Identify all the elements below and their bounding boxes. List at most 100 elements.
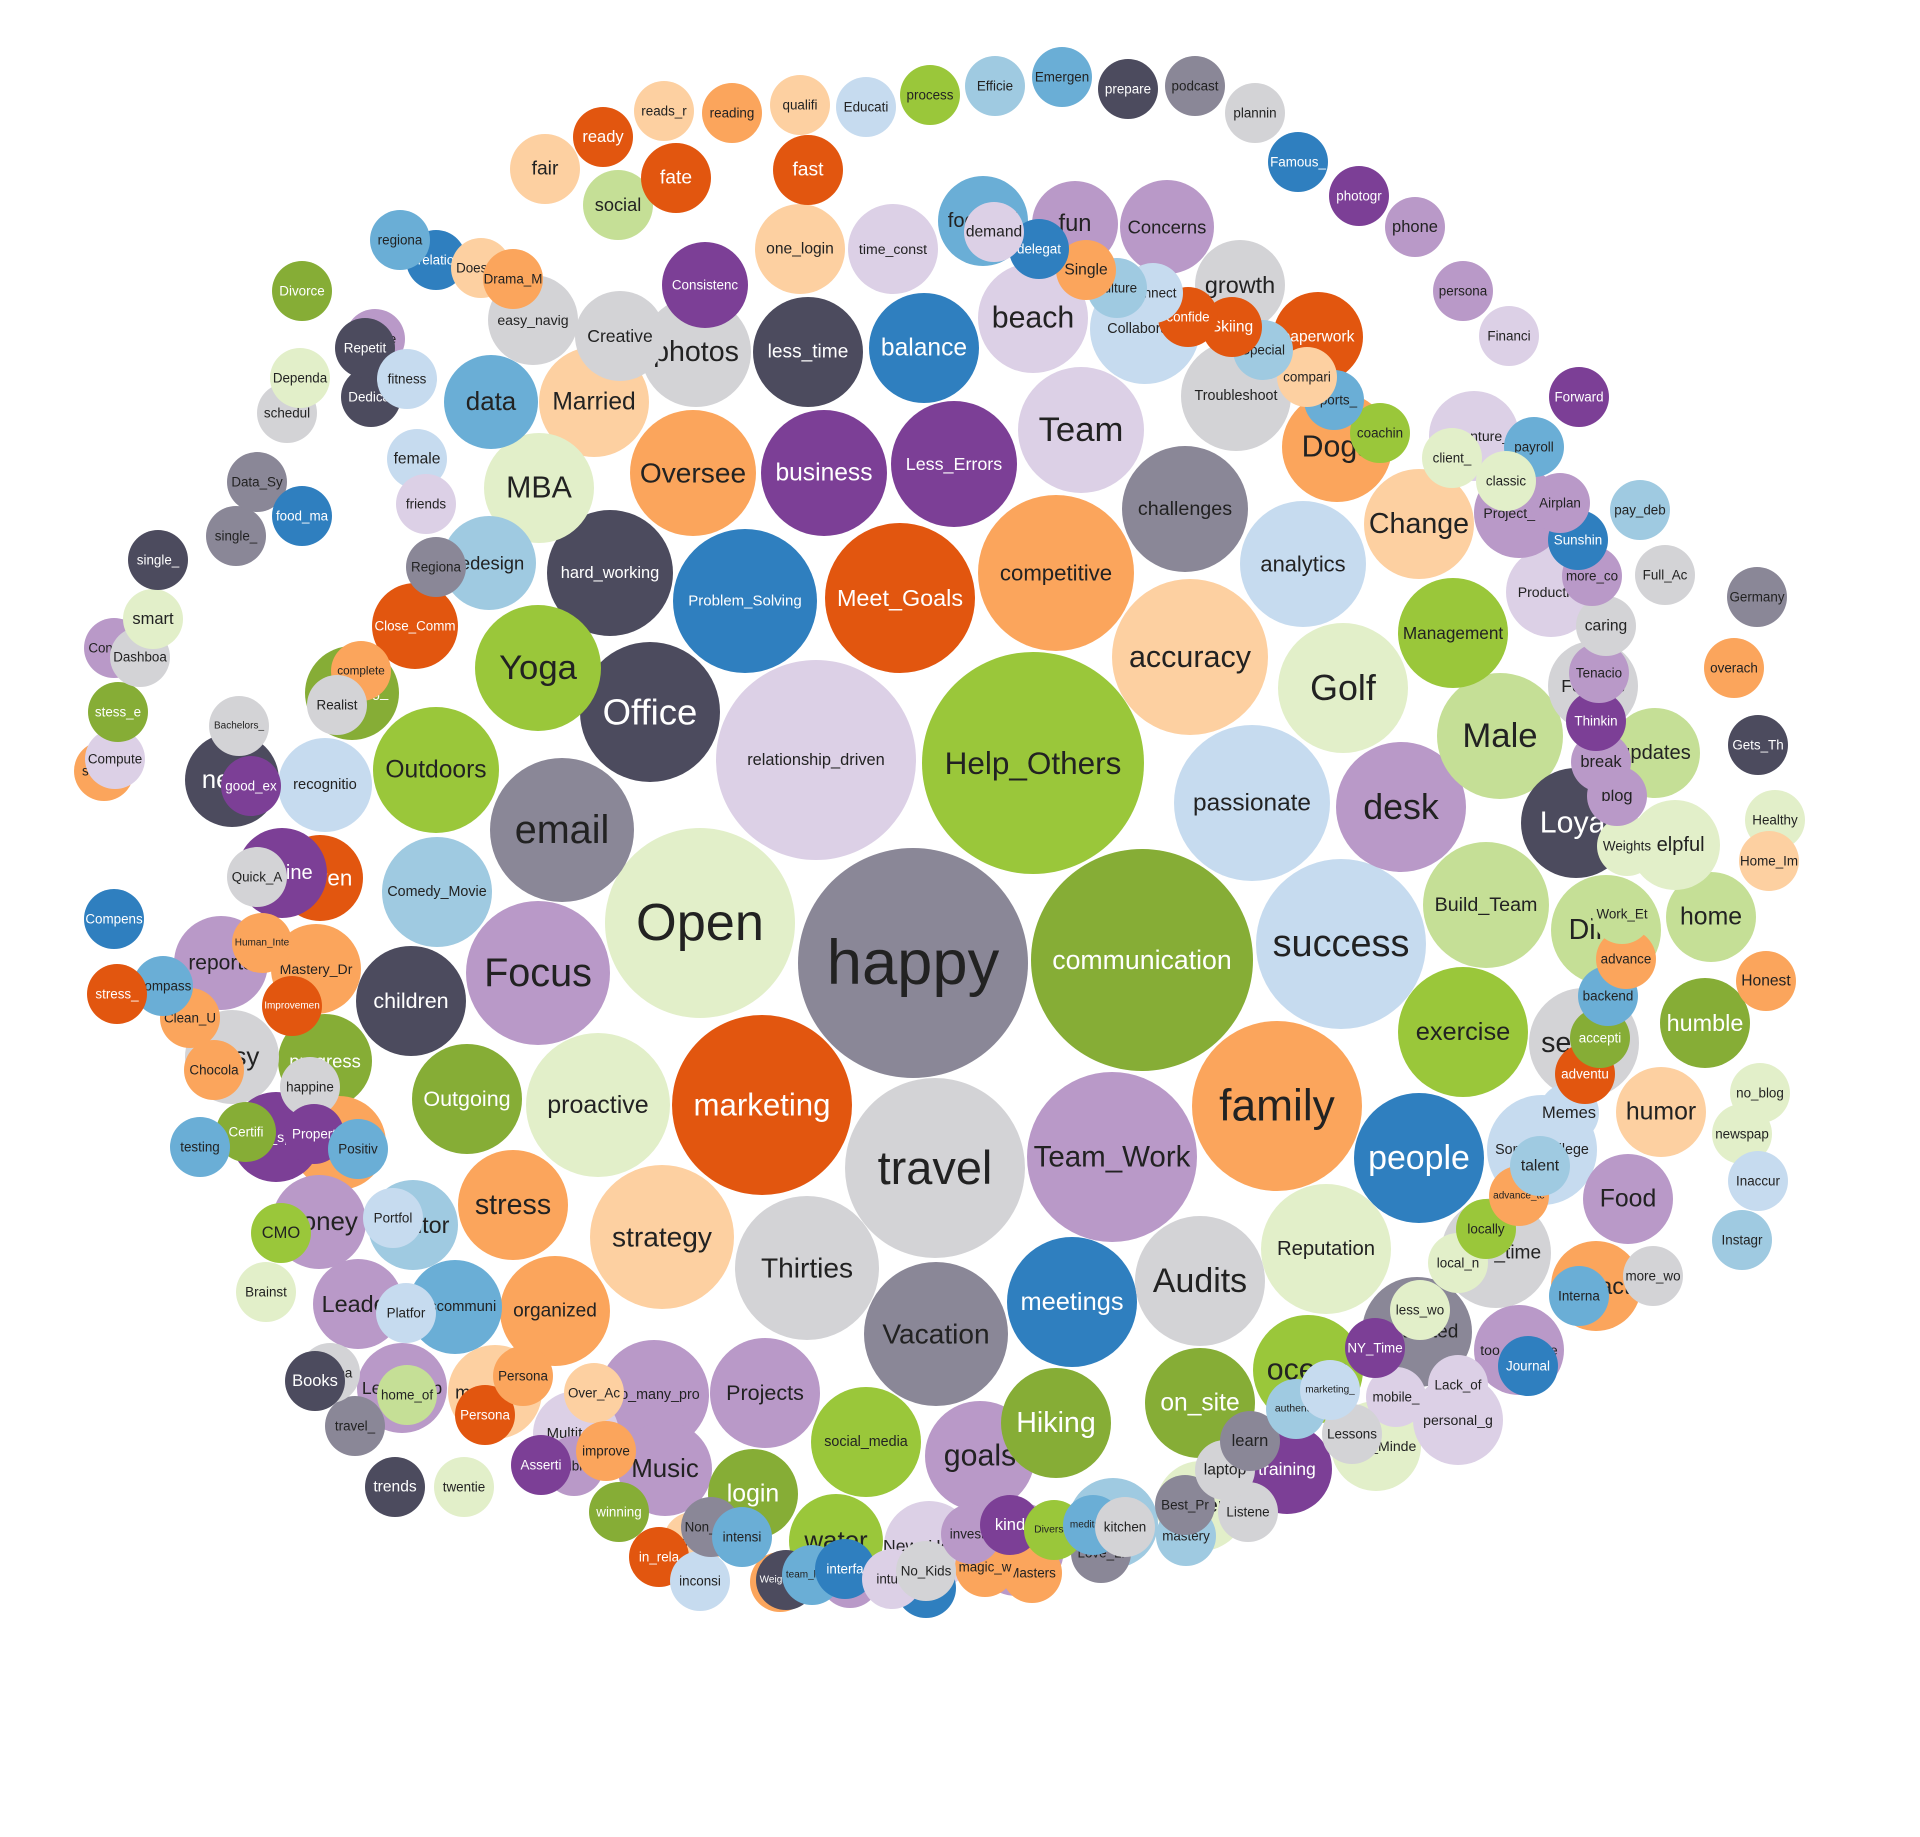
bubble-talent: talent <box>1510 1136 1570 1196</box>
bubble-circle <box>1549 1266 1609 1326</box>
bubble-journal: Journal <box>1498 1336 1558 1396</box>
bubble-circle <box>236 1262 296 1322</box>
bubble-gets-th: Gets_Th <box>1728 715 1788 775</box>
bubble-circle <box>500 1256 610 1366</box>
bubble-circle <box>526 1033 670 1177</box>
bubble-circle <box>1225 83 1285 143</box>
bubble-happy: happy <box>798 848 1028 1078</box>
bubble-instagr: Instagr <box>1712 1210 1772 1270</box>
bubble-qualifi: qualifi <box>770 75 830 135</box>
bubble-circle <box>836 77 896 137</box>
bubble-circle <box>589 1482 649 1542</box>
bubble-reputation: Reputation <box>1261 1184 1391 1314</box>
bubble-honest: Honest <box>1736 951 1796 1011</box>
bubble-bachelors: Bachelors_ <box>209 696 269 756</box>
bubble-circle <box>335 318 395 378</box>
bubble-drama-m: Drama_M <box>483 249 543 309</box>
bubble-circle <box>1031 849 1253 1071</box>
bubble-circle <box>605 828 795 1018</box>
bubble-golf: Golf <box>1278 623 1408 753</box>
bubble-pay-deb: pay_deb <box>1610 480 1670 540</box>
bubble-business: business <box>761 410 887 536</box>
bubble-team: Team <box>1018 367 1144 493</box>
bubble-circle <box>1095 1497 1155 1557</box>
bubble-home-im: Home_Im <box>1739 831 1799 891</box>
bubble-circle <box>710 1338 820 1448</box>
bubble-persona: persona <box>1433 261 1493 321</box>
bubble-circle <box>493 1346 553 1406</box>
bubble-marketing: marketing_ <box>1300 1360 1360 1420</box>
bubble-problem-solving: Problem_Solving <box>673 529 817 673</box>
bubble-circle <box>896 1541 956 1601</box>
bubble-platfor: Platfor <box>376 1283 436 1343</box>
bubble-circle <box>1712 1210 1772 1270</box>
bubble-circle <box>262 976 322 1036</box>
bubble-circle <box>490 758 634 902</box>
bubble-circle <box>1256 859 1426 1029</box>
bubble-brainst: Brainst <box>236 1262 296 1322</box>
bubble-humble: humble <box>1660 978 1750 1068</box>
bubble-circle <box>484 433 594 543</box>
bubble-improvemen: Improvemen <box>262 976 322 1036</box>
bubble-demand: demand <box>964 202 1024 262</box>
bubble-circle <box>1712 1104 1772 1164</box>
bubble-human-inte: Human_Inte <box>232 913 292 973</box>
bubble-yoga: Yoga <box>475 605 601 731</box>
bubble-circle <box>85 729 145 789</box>
bubble-circle <box>811 1387 921 1497</box>
bubble-circle <box>580 642 720 782</box>
bubble-circle <box>716 660 916 860</box>
bubble-circle <box>356 946 466 1056</box>
bubble-circle <box>753 297 863 407</box>
bubble-circle <box>978 495 1134 651</box>
bubble-circle <box>382 837 492 947</box>
bubble-circle <box>84 889 144 949</box>
bubble-thirties: Thirties <box>735 1196 879 1340</box>
bubble-circle <box>227 847 287 907</box>
bubble-consistenc: Consistenc <box>662 242 748 328</box>
bubble-circle <box>702 83 762 143</box>
bubble-circle <box>1345 1318 1405 1378</box>
bubble-circle <box>1635 545 1695 605</box>
bubble-outdoors: Outdoors <box>373 707 499 833</box>
bubble-circle <box>583 170 653 240</box>
bubble-circle <box>170 1117 230 1177</box>
bubble-circle <box>221 756 281 816</box>
bubble-circle <box>770 75 830 135</box>
bubble-chocola: Chocola <box>184 1040 244 1100</box>
bubble-circle <box>133 956 193 1016</box>
bubble-outgoing: Outgoing <box>412 1044 522 1154</box>
bubble-circle <box>363 1188 423 1248</box>
bubble-travel: travel <box>845 1078 1025 1258</box>
bubble-time-const: time_const <box>848 204 938 294</box>
bubble-circle <box>387 429 447 489</box>
bubble-circle <box>1007 1237 1137 1367</box>
bubble-meet-goals: Meet_Goals <box>825 523 975 673</box>
bubble-financi: Financi <box>1479 306 1539 366</box>
bubble-circle <box>641 143 711 213</box>
bubble-stess-e: stess_e <box>88 682 148 742</box>
bubble-circle <box>328 1119 388 1179</box>
bubble-success: success <box>1256 859 1426 1029</box>
bubble-educati: Educati <box>836 77 896 137</box>
bubble-help-others: Help_Others <box>922 652 1144 874</box>
bubble-circle <box>1329 166 1389 226</box>
bubble-office: Office <box>580 642 720 782</box>
bubble-circle <box>1597 816 1657 876</box>
bubble-circle <box>1704 638 1764 698</box>
bubble-food-ma: food_ma <box>272 486 332 546</box>
bubble-exercise: exercise <box>1398 967 1528 1097</box>
bubble-circle <box>370 210 430 270</box>
bubble-circle <box>735 1196 879 1340</box>
bubble-circle <box>396 474 456 534</box>
bubble-prepare: prepare <box>1098 59 1158 119</box>
bubble-circle <box>209 696 269 756</box>
bubble-circle <box>978 263 1088 373</box>
bubble-fast: fast <box>773 135 843 205</box>
bubble-projects: Projects <box>710 1338 820 1448</box>
bubble-circle <box>1390 1280 1450 1340</box>
bubble-circle <box>1268 132 1328 192</box>
bubble-reads-r: reads_r <box>634 81 694 141</box>
bubble-reading: reading <box>702 83 762 143</box>
bubble-lack-of: Lack_of <box>1428 1355 1488 1415</box>
